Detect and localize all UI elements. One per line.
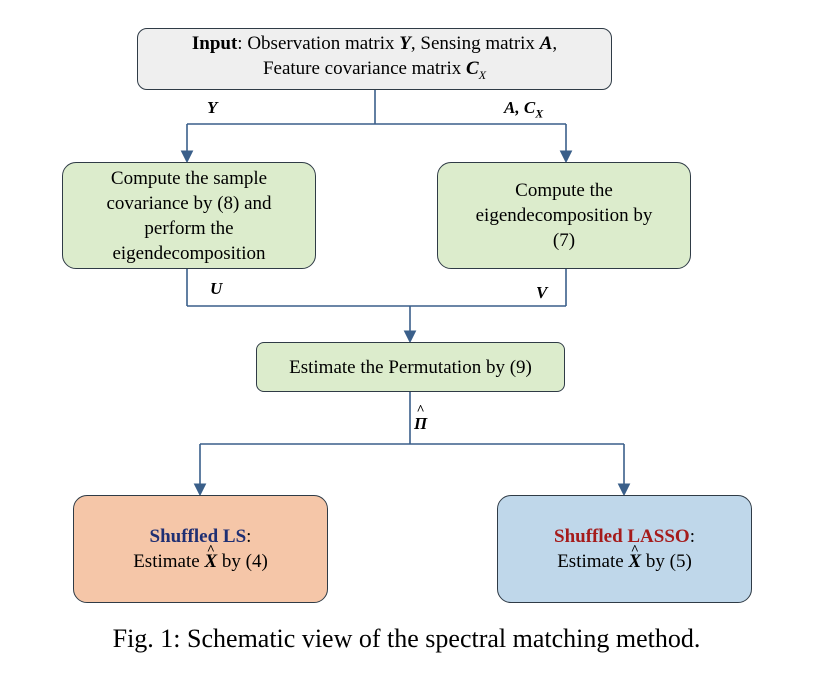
shuffled-ls-colon: : — [246, 526, 252, 547]
eigen-line1: Compute the — [515, 180, 613, 201]
input-line1-end: , — [552, 32, 558, 54]
shuffled-lasso-name: Shuffled LASSO — [554, 526, 690, 547]
edge-label-a-c: A, CX — [504, 98, 544, 121]
shuffled-lasso-box: Shuffled LASSO: Estimate X by (5) — [497, 495, 752, 603]
sample-covariance-box: Compute the sample covariance by (8) and… — [62, 162, 316, 269]
input-var-a: A — [539, 32, 553, 54]
eigen-line2: eigendecomposition by — [475, 205, 653, 226]
input-box: Input: Observation matrix Y, Sensing mat… — [137, 28, 612, 90]
figure-caption: Fig. 1: Schematic view of the spectral m… — [112, 624, 701, 653]
permutation-label: Estimate the Permutation by (9) — [289, 356, 532, 378]
shuffled-lasso-colon: : — [689, 526, 695, 547]
permutation-box: Estimate the Permutation by (9) — [256, 342, 565, 392]
shuffled-lasso-prefix: Estimate — [557, 551, 629, 572]
input-heading: Input — [191, 32, 238, 54]
edge-label-y: Y — [207, 98, 218, 117]
sample-line3: perform the — [144, 217, 234, 239]
input-line1-text: : Observation matrix — [237, 32, 400, 54]
input-var-c-sub: X — [478, 67, 487, 82]
sample-line1: Compute the sample — [110, 167, 268, 189]
edge-label-a: A — [504, 98, 516, 117]
shuffled-ls-suffix: by (4) — [217, 551, 268, 572]
input-line2-text: Feature covariance matrix — [262, 57, 467, 79]
edge-label-pi: Π — [414, 414, 427, 434]
shuffled-lasso-var: X — [628, 549, 641, 574]
sample-line4: eigendecomposition — [112, 242, 266, 264]
edge-label-c: C — [523, 98, 536, 117]
input-var-c: C — [466, 57, 479, 79]
edge-label-pi-text: Π — [414, 414, 427, 434]
shuffled-ls-box: Shuffled LS: Estimate X by (4) — [73, 495, 328, 603]
edge-label-u: U — [210, 279, 223, 298]
shuffled-lasso-suffix: by (5) — [641, 551, 692, 572]
shuffled-ls-prefix: Estimate — [133, 551, 205, 572]
shuffled-ls-name: Shuffled LS — [149, 526, 247, 547]
shuffled-ls-var: X — [204, 549, 217, 574]
edge-label-c-sub: X — [535, 106, 544, 121]
edge-label-v: V — [536, 283, 548, 302]
sample-line2: covariance by (8) and — [106, 192, 272, 214]
eigen-line3: (7) — [552, 230, 576, 251]
input-line1-mid: , Sensing matrix — [410, 32, 540, 54]
input-var-y: Y — [399, 32, 411, 54]
eigendecomposition-box: Compute the eigendecomposition by (7) — [437, 162, 691, 269]
